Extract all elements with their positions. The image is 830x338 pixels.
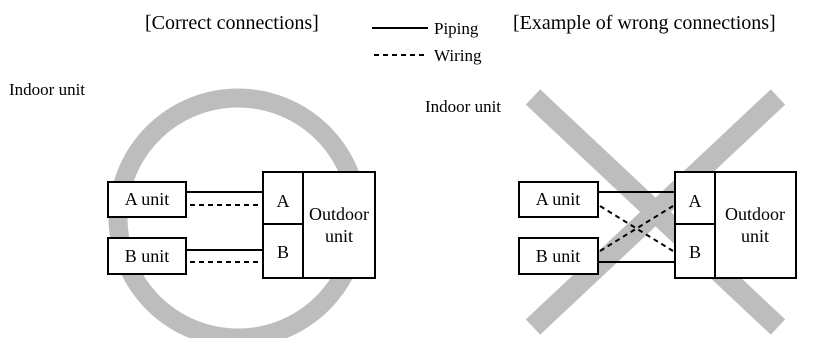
outdoor-label-line1-right: Outdoor [725,204,785,224]
heading-correct: [Correct connections] [145,12,319,34]
a-unit-box-left [107,181,187,218]
port-a-label-right: A [689,191,702,211]
port-a-box-left [262,171,304,225]
b-unit-label-left: B unit [125,246,170,266]
port-a-label-left: A [277,191,290,211]
b-unit-box-right [518,237,599,275]
port-b-box-right [674,223,716,279]
legend-piping-label: Piping [434,19,479,38]
b-unit-label-right: B unit [536,246,581,266]
indoor-unit-label-right: Indoor unit [425,97,501,116]
port-b-label-left: B [277,242,289,262]
outdoor-label-line2-left: unit [325,226,353,246]
port-b-label-right: B [689,242,701,262]
a-unit-box-right [518,181,599,218]
b-unit-box-left [107,237,187,275]
heading-wrong: [Example of wrong connections] [513,12,776,34]
outdoor-unit-box-right [714,171,797,279]
port-a-box-right [674,171,716,225]
legend-wiring-label: Wiring [434,46,482,65]
indoor-unit-label-left: Indoor unit [9,80,85,99]
outdoor-unit-box-left [302,171,376,279]
a-unit-label-right: A unit [536,189,581,209]
wrong-x-mark-stroke-2 [525,89,786,335]
outdoor-label-line1-left: Outdoor [309,204,369,224]
a-unit-label-left: A unit [125,189,170,209]
outdoor-label-line2-right: unit [741,226,769,246]
